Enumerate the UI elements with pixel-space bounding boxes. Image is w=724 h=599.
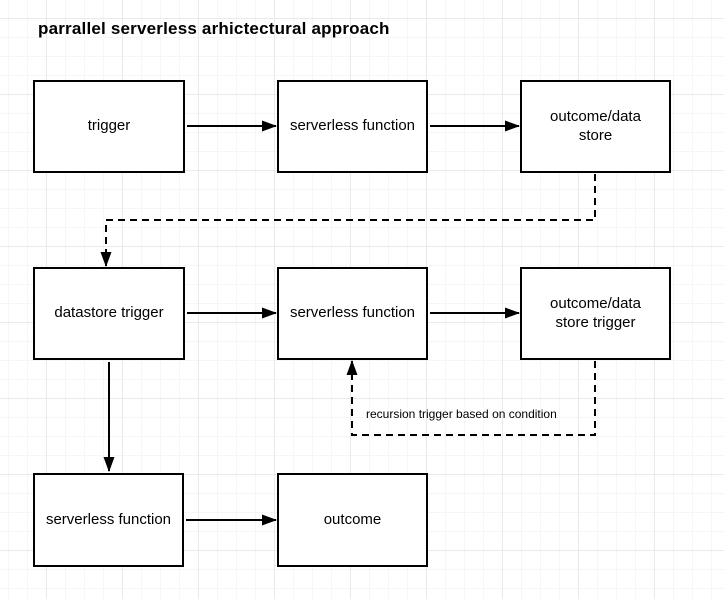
node-outcome-data-store-label: outcome/data store bbox=[550, 107, 641, 144]
recursion-edge-label: recursion trigger based on condition bbox=[366, 407, 557, 421]
node-serverless-function-3: serverless function bbox=[33, 473, 184, 567]
diagram-title: parrallel serverless arhictectural appro… bbox=[38, 19, 390, 38]
node-serverless-function-2: serverless function bbox=[277, 267, 428, 360]
node-outcome-data-store-trigger-label: outcome/data store trigger bbox=[550, 294, 641, 331]
node-serverless-function-1-label: serverless function bbox=[289, 117, 416, 135]
node-serverless-function-3-label: serverless function bbox=[45, 510, 172, 528]
node-serverless-function-1: serverless function bbox=[277, 80, 428, 173]
node-outcome-data-store: outcome/data store bbox=[520, 80, 671, 173]
edge-recursion-trigger bbox=[346, 360, 596, 436]
node-datastore-trigger: datastore trigger bbox=[33, 267, 185, 360]
node-serverless-function-2-label: serverless function bbox=[289, 304, 416, 322]
node-trigger-label: trigger bbox=[87, 117, 131, 135]
node-outcome-label: outcome bbox=[323, 510, 382, 528]
node-outcome-data-store-trigger: outcome/data store trigger bbox=[520, 267, 671, 360]
node-datastore-trigger-label: datastore trigger bbox=[54, 304, 164, 322]
node-trigger: trigger bbox=[33, 80, 185, 173]
edge-outcome-data-store-to-datastore-trigger bbox=[100, 174, 596, 267]
node-outcome: outcome bbox=[277, 473, 428, 567]
